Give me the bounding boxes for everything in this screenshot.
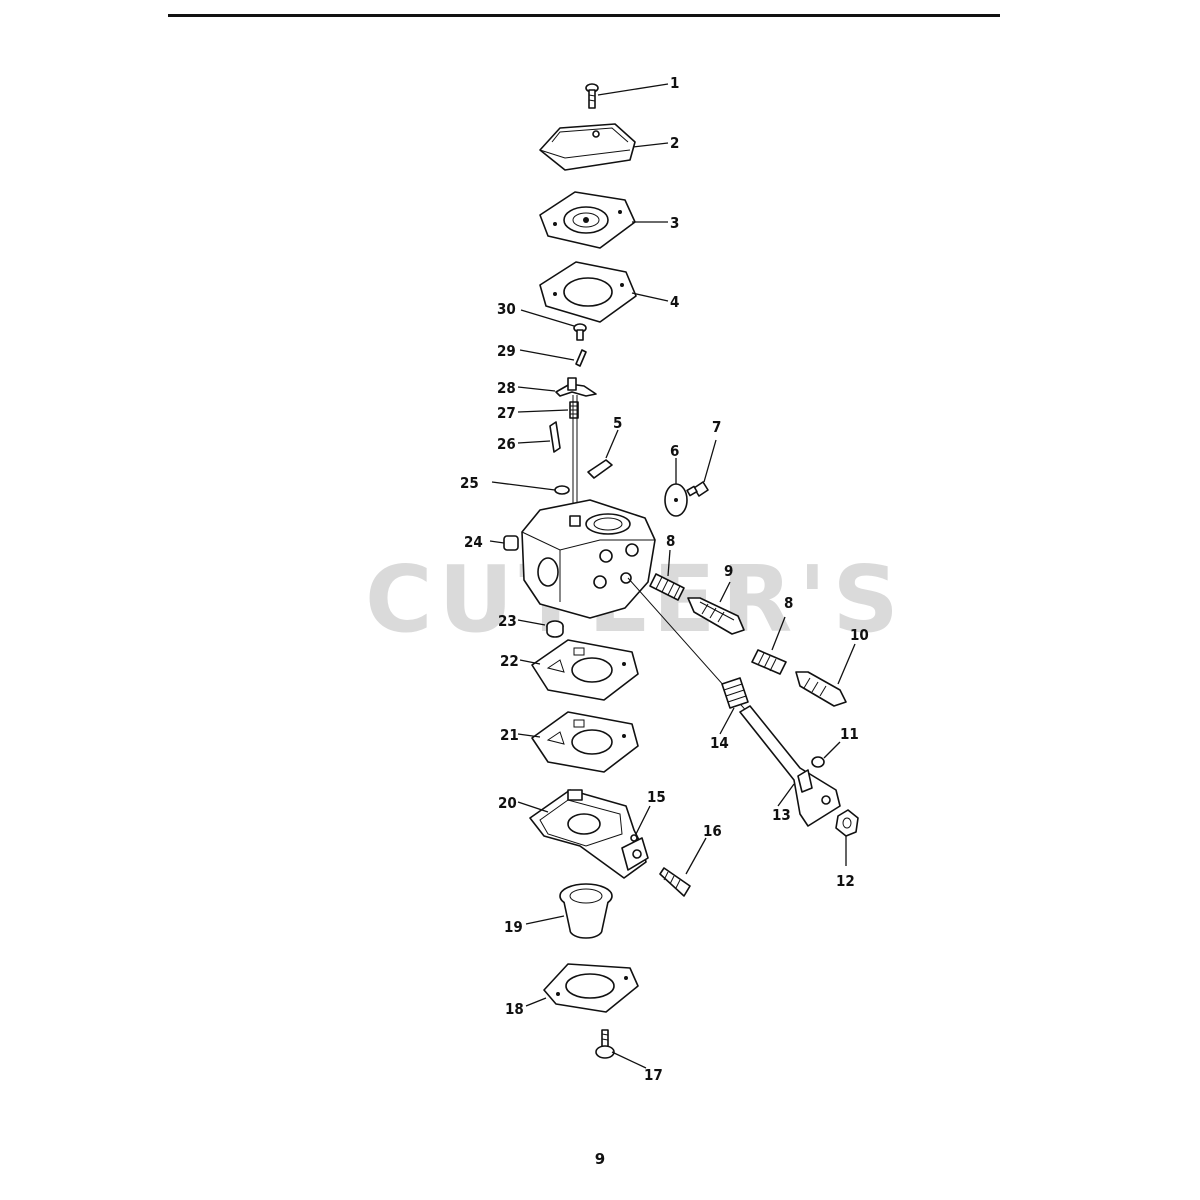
leader-9	[719, 581, 731, 603]
leader-2	[632, 142, 669, 148]
leader-21	[517, 733, 541, 738]
part-21-metering-diaphragm	[531, 711, 639, 773]
part-30-screw	[573, 323, 587, 341]
callout-7: 7	[712, 418, 721, 436]
part-9-mixture-needle	[687, 597, 745, 635]
callout-28: 28	[497, 379, 516, 397]
leader-18	[525, 997, 547, 1007]
part-2-pump-cover	[539, 123, 636, 171]
callout-23: 23	[498, 612, 517, 630]
leader-24	[489, 540, 505, 544]
callout-17: 17	[644, 1066, 663, 1084]
leader-25	[491, 481, 556, 491]
part-24-welch-plug	[503, 535, 519, 551]
callout-11: 11	[840, 725, 859, 743]
part-13-throttle-lever	[739, 705, 841, 827]
leader-8a	[667, 549, 671, 577]
callout-3: 3	[670, 214, 679, 232]
callout-27: 27	[497, 404, 516, 422]
callout-21: 21	[500, 726, 519, 744]
part-8-spring-upper	[649, 573, 685, 601]
callout-9: 9	[724, 562, 733, 580]
callout-10: 10	[850, 626, 869, 644]
callout-24: 24	[464, 533, 483, 551]
leader-17	[611, 1051, 647, 1069]
leader-30	[520, 309, 575, 327]
leader-1	[597, 83, 669, 96]
leader-23	[517, 619, 546, 626]
part-28-metering-lever	[555, 377, 597, 397]
callout-19: 19	[504, 918, 523, 936]
leader-16	[685, 837, 707, 875]
callout-2: 2	[670, 134, 679, 152]
part-4-gasket	[539, 261, 637, 323]
part-16-fuel-fitting	[659, 867, 691, 897]
leader-19	[525, 915, 565, 925]
part-1-screw	[585, 83, 599, 109]
callout-4: 4	[670, 293, 679, 311]
callout-30: 30	[497, 300, 516, 318]
part-18-retainer	[543, 963, 639, 1013]
part-10-mixture-needle	[795, 671, 847, 707]
part-25-clip	[554, 485, 570, 495]
callout-29: 29	[497, 342, 516, 360]
callout-8b: 8	[784, 594, 793, 612]
leader-13	[777, 783, 795, 807]
callout-13: 13	[772, 806, 791, 824]
callout-6: 6	[670, 442, 679, 460]
part-15-check-valve	[630, 834, 638, 842]
callout-18: 18	[505, 1000, 524, 1018]
callout-22: 22	[500, 652, 519, 670]
part-20-metering-cover	[529, 789, 649, 879]
leader-4	[631, 292, 669, 302]
part-29-pin	[575, 349, 587, 367]
callout-5: 5	[613, 414, 622, 432]
part-17-screw	[595, 1029, 615, 1059]
part-7-screw	[686, 481, 709, 497]
leader-11	[823, 741, 841, 759]
part-26-inlet-needle	[549, 421, 561, 453]
part-23-filter-screen	[546, 620, 564, 638]
callout-1: 1	[670, 74, 679, 92]
part-22-metering-gasket	[531, 639, 639, 701]
callout-8a: 8	[666, 532, 675, 550]
leader-29	[519, 349, 575, 361]
leader-15	[635, 805, 651, 835]
leader-28	[517, 386, 556, 392]
leader-22	[519, 659, 541, 665]
header-rule	[168, 14, 1000, 17]
page-number: 9	[594, 1150, 606, 1168]
leader-7	[703, 439, 717, 483]
part-8-spring-lower	[751, 649, 787, 675]
part-12-nut	[835, 809, 859, 837]
part-5-plug	[587, 459, 613, 479]
leader-5	[605, 429, 619, 459]
callout-12: 12	[836, 872, 855, 890]
callout-25: 25	[460, 474, 479, 492]
leader-20	[517, 801, 549, 813]
callout-16: 16	[703, 822, 722, 840]
leader-26	[517, 440, 551, 444]
callout-15: 15	[647, 788, 666, 806]
part-14-spring	[721, 677, 749, 709]
part-11-washer	[811, 756, 825, 768]
leader-8b	[771, 616, 786, 651]
callout-26: 26	[497, 435, 516, 453]
leader-27	[517, 409, 569, 413]
leader-10	[837, 643, 856, 685]
leader-14	[719, 707, 735, 735]
part-6-throttle-plate	[664, 483, 688, 517]
callout-20: 20	[498, 794, 517, 812]
part-3-pump-diaphragm	[539, 191, 636, 249]
part-carburetor-body	[521, 499, 656, 619]
part-19-primer-bulb	[559, 883, 613, 939]
callout-14: 14	[710, 734, 729, 752]
